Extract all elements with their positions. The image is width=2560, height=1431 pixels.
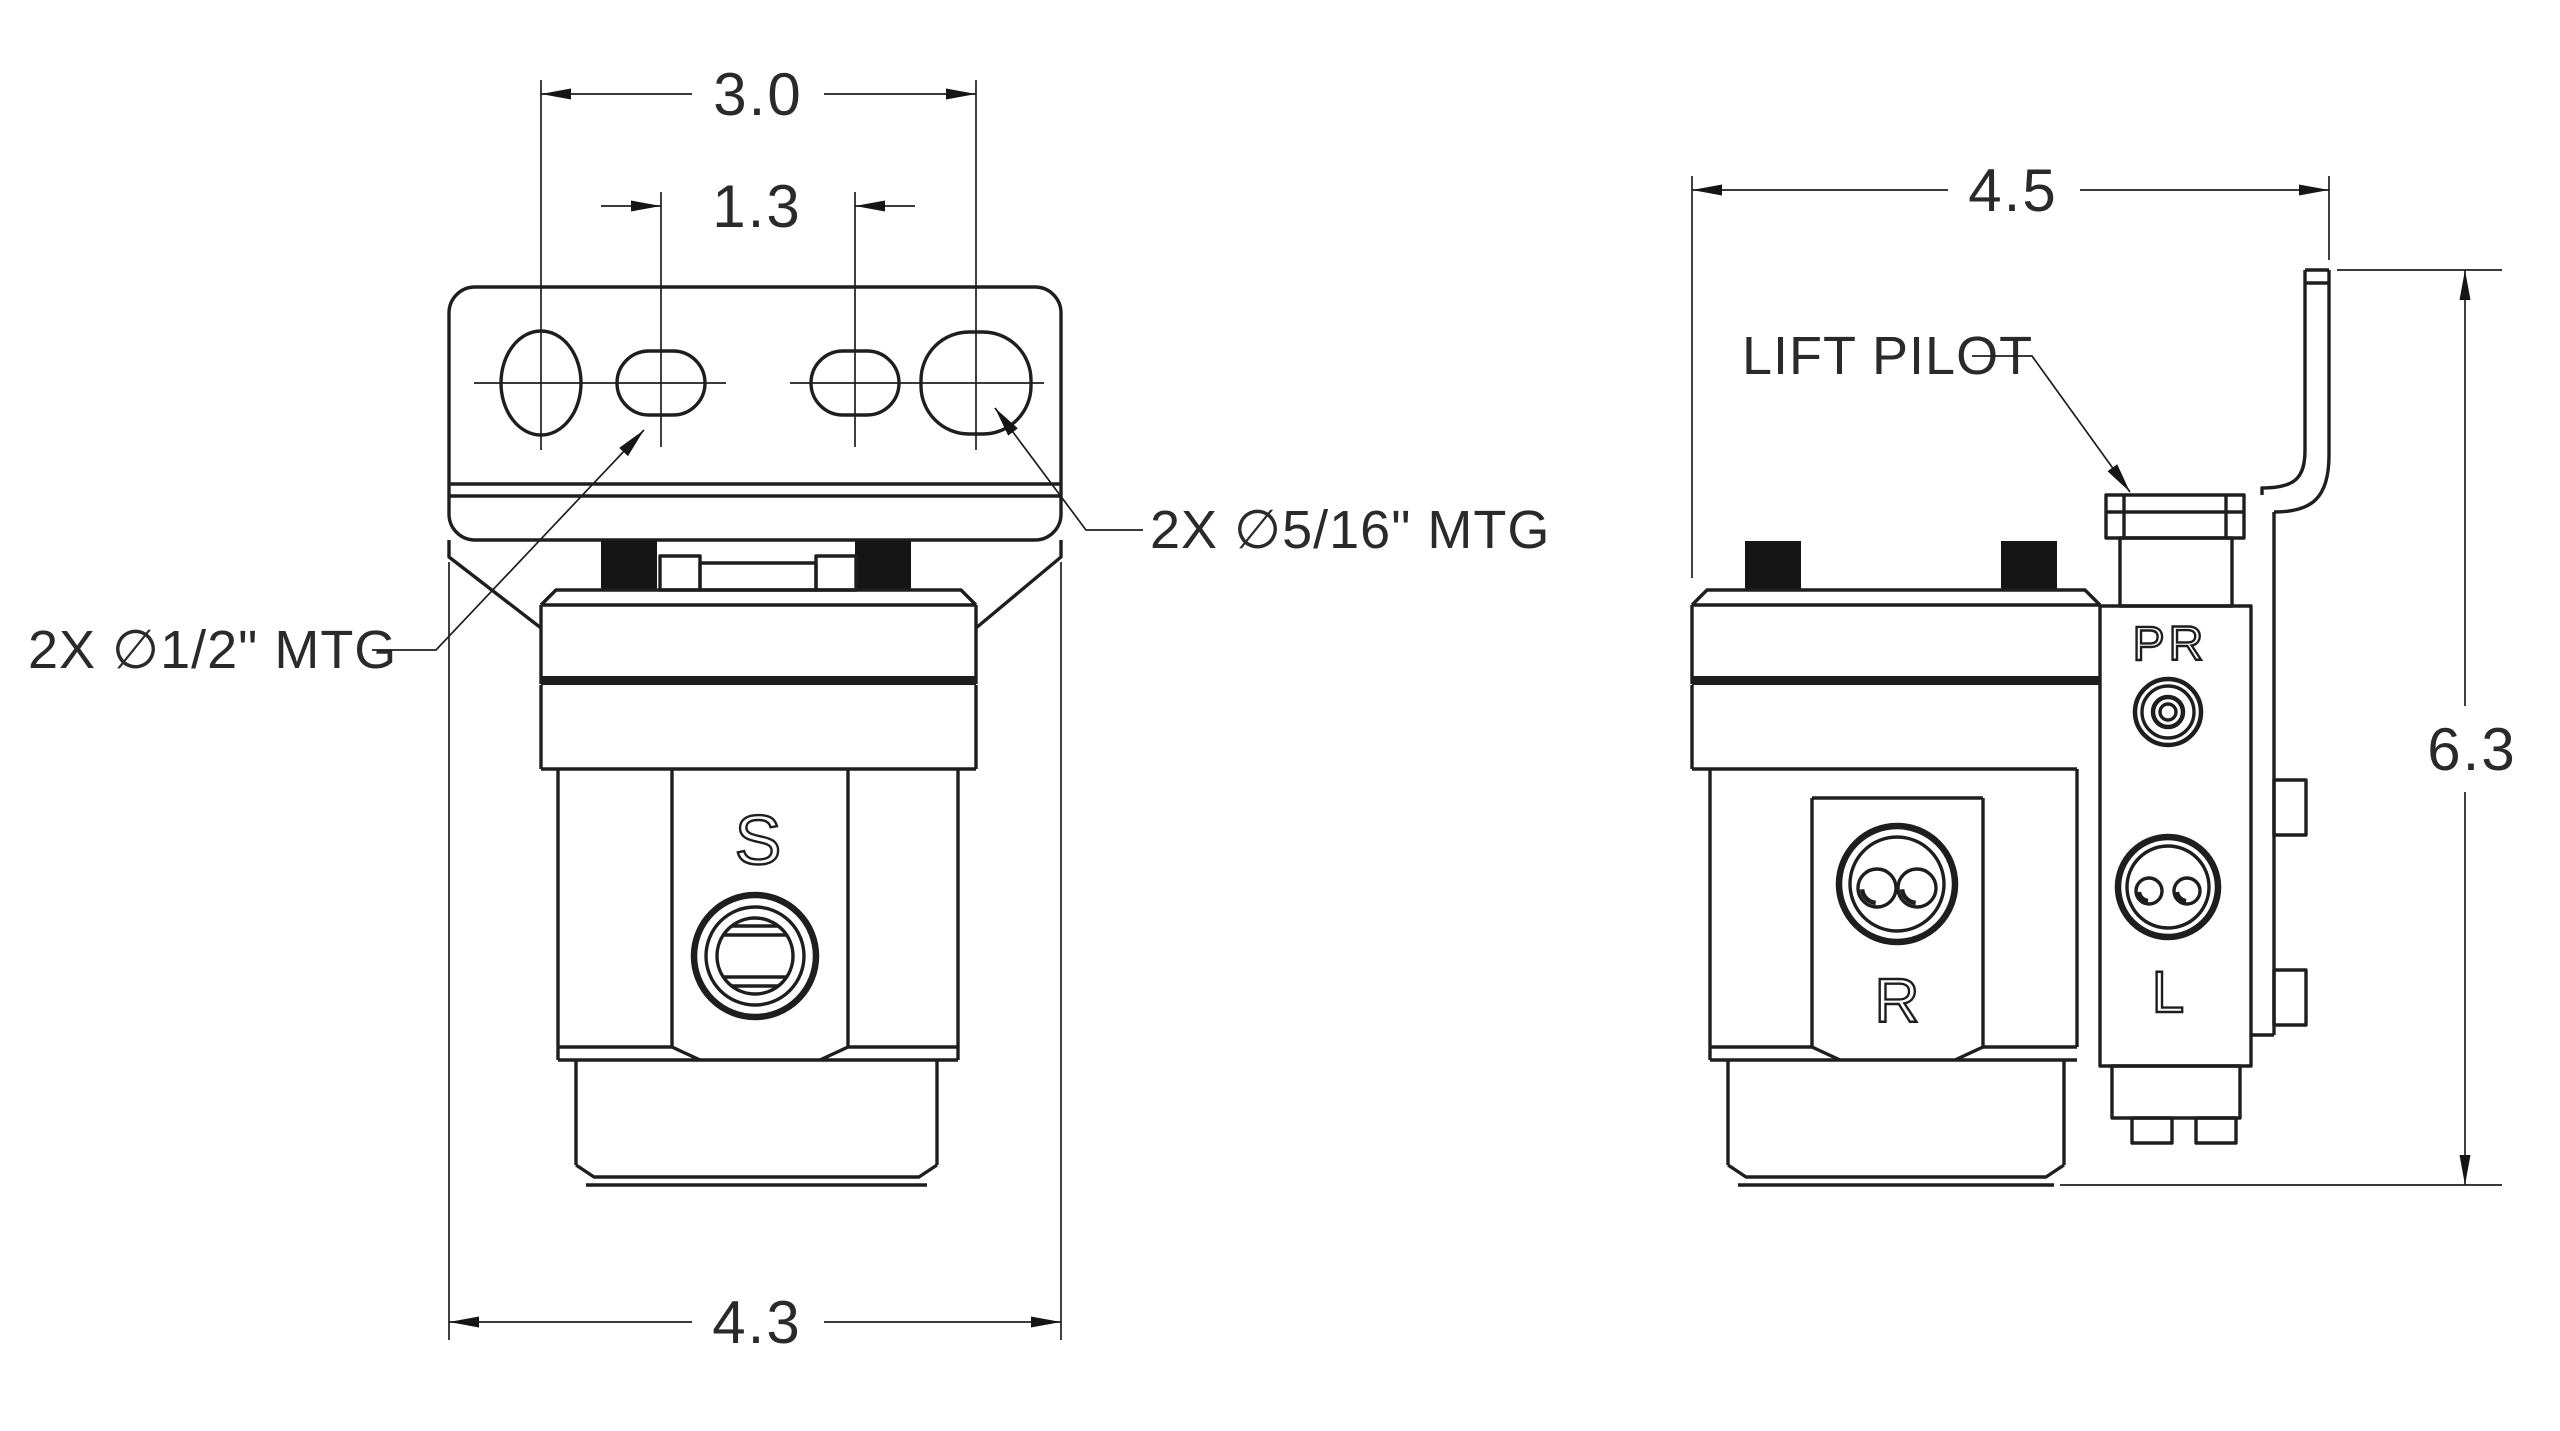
callout-mtg-five-sixteenth: 2X ∅5/16" MTG xyxy=(994,407,1550,560)
bracket-holes xyxy=(474,80,1044,450)
hole-centerlines xyxy=(474,80,1044,450)
callout-text-half-inch: 2X ∅1/2" MTG xyxy=(28,620,397,680)
callouts: 2X ∅1/2" MTG 2X ∅5/16" MTG LIFT PILOT xyxy=(28,326,2131,680)
dim-text-6-3: 6.3 xyxy=(2427,716,2516,783)
valve-top-plate-front xyxy=(539,588,978,685)
solenoid-terminals-side xyxy=(1745,541,2057,590)
cartridge-front xyxy=(574,1060,939,1187)
dim-text-1-3: 1.3 xyxy=(712,173,801,240)
port-label-r: R xyxy=(1875,967,1920,1036)
dim-overall-height: 6.3 xyxy=(2060,269,2516,1186)
solenoid-terminals-front xyxy=(601,541,911,592)
dim-text-3-0: 3.0 xyxy=(713,61,802,128)
valve-top-plate-side xyxy=(1690,588,2102,685)
dim-overall-depth: 4.5 xyxy=(1691,157,2330,578)
dim-slot-span: 1.3 xyxy=(601,173,915,240)
pr-port xyxy=(2132,676,2204,748)
valve-body-side xyxy=(1690,685,2079,1062)
lift-pilot-valve xyxy=(2104,493,2246,608)
callout-mtg-half-inch: 2X ∅1/2" MTG xyxy=(28,429,645,680)
side-view: R PR xyxy=(1690,268,2331,1187)
r-port: R xyxy=(1835,822,1959,1037)
port-label-l: L xyxy=(2152,960,2184,1025)
dim-text-4-5: 4.5 xyxy=(1968,157,2057,224)
l-port xyxy=(2114,833,2222,941)
front-view: S xyxy=(447,80,1063,1187)
s-port: S xyxy=(690,800,820,1021)
valve-body-front xyxy=(539,685,978,1062)
dim-hole-span: 3.0 xyxy=(541,61,976,128)
callout-lift-pilot: LIFT PILOT xyxy=(1742,326,2131,493)
port-label-pr: PR xyxy=(2133,618,2208,671)
cartridge-side xyxy=(1726,1060,2066,1187)
port-label-s: S xyxy=(735,801,782,879)
callout-text-five-sixteenth: 2X ∅5/16" MTG xyxy=(1150,500,1550,560)
dim-text-4-3: 4.3 xyxy=(712,1289,801,1356)
dimensions: 3.0 1.3 4.3 4.5 xyxy=(448,61,2516,1356)
dim-overall-width: 4.3 xyxy=(448,562,1062,1356)
manifold-block: PR L xyxy=(2098,604,2253,1145)
mounting-strap-side xyxy=(2251,268,2331,1037)
mounting-bracket-front xyxy=(447,285,1063,630)
